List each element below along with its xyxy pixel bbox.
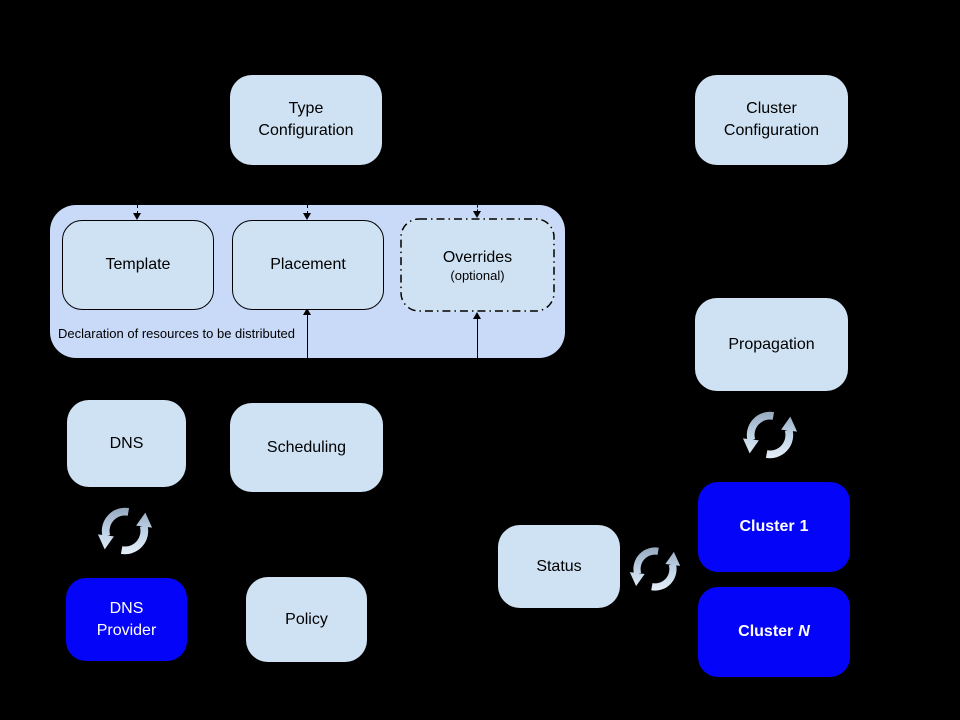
- arrowhead-down-icon: [132, 213, 141, 220]
- arrowhead-down-icon: [302, 213, 311, 220]
- group-caption: Declaration of resources to be distribut…: [58, 326, 296, 341]
- dashed-connector-template: [136, 205, 138, 214]
- node-placement: Placement: [232, 220, 384, 310]
- sync-arrows-icon: [96, 494, 154, 568]
- node-label: Configuration: [258, 122, 354, 139]
- node-propagation: Propagation: [695, 298, 848, 391]
- node-label: Scheduling: [266, 438, 347, 456]
- node-label: Provider: [96, 621, 157, 639]
- node-label: Policy: [285, 610, 328, 628]
- node-status: Status: [498, 525, 620, 608]
- resource-declaration-group: Template Placement Overrides (optional) …: [50, 205, 565, 358]
- dashed-connector-overrides: [476, 205, 478, 212]
- node-label: Cluster: [746, 100, 797, 118]
- node-cluster-configuration: Cluster Configuration: [695, 75, 848, 165]
- arrowhead-down-icon: [472, 211, 481, 218]
- sync-arrows-icon: [741, 397, 799, 473]
- node-label: Propagation: [728, 335, 815, 353]
- node-overrides: Overrides (optional): [400, 218, 555, 312]
- node-label: Overrides: [442, 249, 513, 267]
- node-sublabel: (optional): [450, 267, 505, 283]
- node-template: Template: [62, 220, 214, 310]
- node-dns: DNS: [67, 400, 186, 487]
- node-label: DNS: [109, 599, 144, 617]
- sync-arrows-icon: [628, 533, 682, 605]
- solid-connector-placement: [306, 315, 308, 358]
- node-label: Type: [288, 100, 324, 118]
- node-label: Status: [536, 557, 582, 575]
- dashed-connector-placement: [306, 205, 308, 214]
- node-policy: Policy: [246, 577, 367, 662]
- node-label: Placement: [270, 256, 346, 274]
- node-label: Configuration: [723, 122, 820, 139]
- node-label: Template: [105, 256, 171, 274]
- node-dns-provider: DNS Provider: [66, 578, 187, 661]
- node-scheduling: Scheduling: [230, 403, 383, 492]
- arrowhead-up-icon: [472, 312, 481, 319]
- solid-connector-overrides: [476, 319, 478, 358]
- dash-dot-border: [400, 218, 555, 312]
- node-type-configuration: Type Configuration: [230, 75, 382, 165]
- arrowhead-up-icon: [302, 308, 311, 315]
- node-label: DNS: [109, 434, 144, 452]
